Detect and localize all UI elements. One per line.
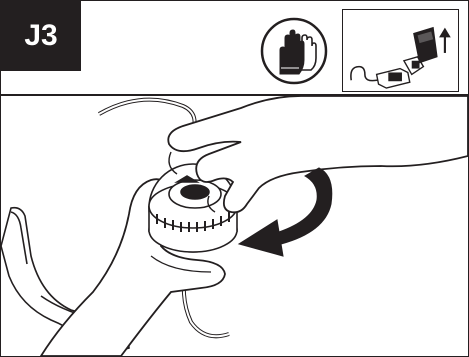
trimmer-spool xyxy=(148,163,238,253)
battery-removal-icon xyxy=(342,9,459,92)
rotate-arrow-icon xyxy=(237,167,333,257)
gloves-icon xyxy=(260,17,328,85)
spool-removal-illustration xyxy=(1,96,468,356)
panel-header: J3 xyxy=(1,1,468,96)
step-badge: J3 xyxy=(1,1,81,71)
